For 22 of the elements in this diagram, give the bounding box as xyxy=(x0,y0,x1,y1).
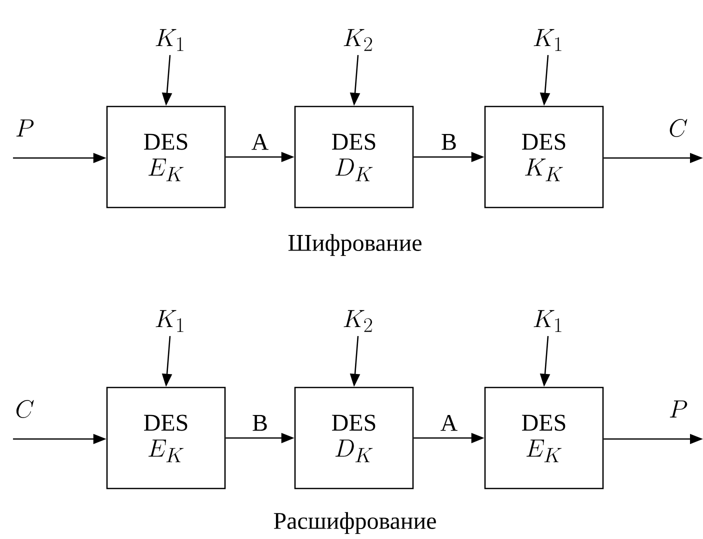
caption: Шифрование xyxy=(288,234,422,256)
input-label: $C$ xyxy=(16,400,34,418)
des-box: DES $E_{K}$ xyxy=(484,386,604,490)
edge-label: B xyxy=(442,134,456,150)
key-label: $K_{1}$ xyxy=(156,310,184,332)
edge-label: A xyxy=(252,134,268,150)
des-box: DES $E_{K}$ xyxy=(106,106,226,208)
caption: Расшифрование xyxy=(274,512,436,534)
key-label: $K_{1}$ xyxy=(534,310,562,332)
output-label: $P$ xyxy=(670,400,688,418)
output-label: $C$ xyxy=(670,118,688,138)
des-box: DES $E_{K}$ xyxy=(106,386,226,490)
des-box: DES $D_{K}$ xyxy=(294,386,414,490)
edge-label: B xyxy=(252,415,267,431)
key-label: $K_{1}$ xyxy=(156,29,184,51)
des-box: DES $D_{K}$ xyxy=(294,106,414,208)
input-label: $P$ xyxy=(16,120,34,136)
key-label: $K_{1}$ xyxy=(534,29,562,51)
key-label: $K_{2}$ xyxy=(344,29,372,51)
des-box: DES $K_{K}$ xyxy=(484,106,604,208)
key-label: $K_{2}$ xyxy=(344,310,372,332)
edge-label: A xyxy=(440,414,458,431)
